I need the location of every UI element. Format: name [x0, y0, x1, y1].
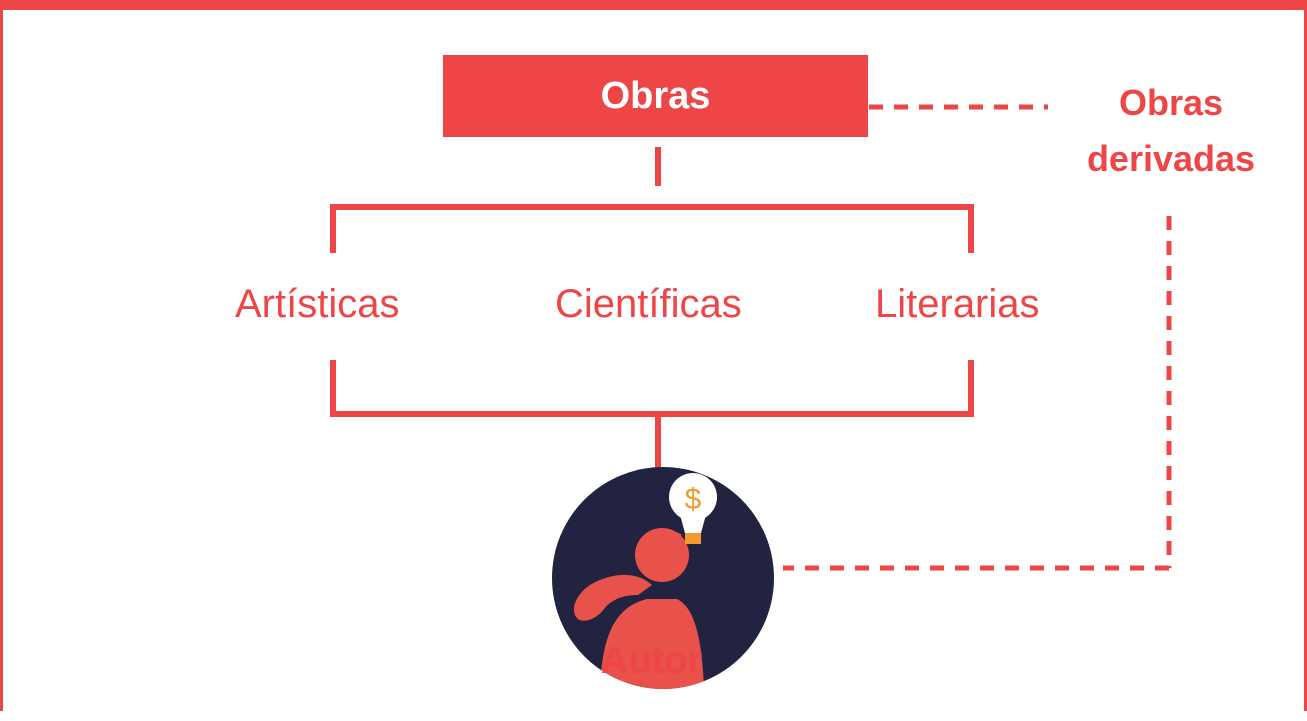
root-node: Obras	[443, 55, 868, 137]
root-label: Obras	[600, 74, 711, 117]
author-circle: $	[552, 467, 774, 689]
lightbulb-dollar-icon: $	[669, 473, 717, 544]
person-thinking-icon	[573, 528, 704, 689]
derived-works-label: Obras derivadas	[1086, 82, 1256, 179]
svg-text:$: $	[685, 483, 702, 516]
top-bracket-line	[330, 204, 974, 253]
category-literarias: Literarias	[875, 282, 1040, 326]
author-label: Autor	[601, 640, 703, 682]
category-artisticas: Artísticas	[235, 282, 400, 326]
bottom-bracket-line	[330, 360, 974, 417]
connector-lines	[330, 104, 1172, 571]
category-cientificas: Científicas	[555, 282, 742, 326]
